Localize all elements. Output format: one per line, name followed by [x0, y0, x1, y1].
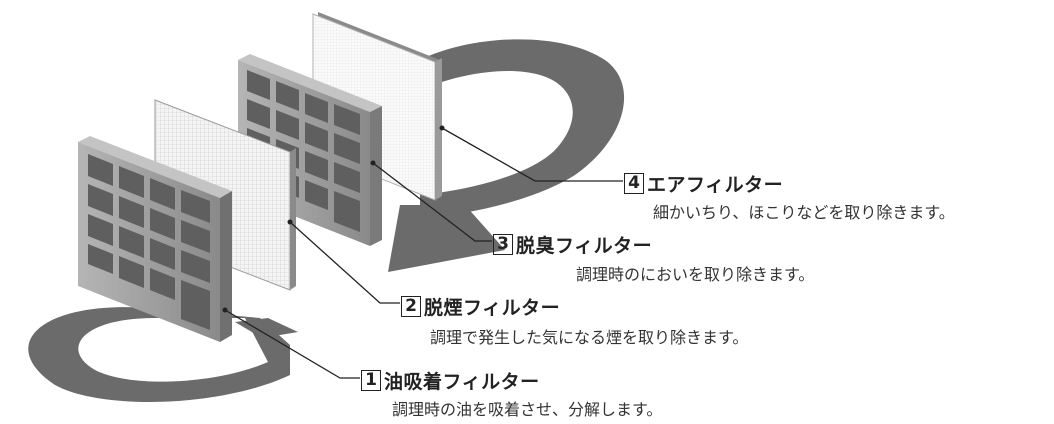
filter-label-1: 1 油吸着フィルター: [361, 367, 540, 394]
filter-description-2: 調理で発生した気になる煙を取り除きます。: [430, 328, 749, 347]
oil-filter-panel: [78, 136, 232, 342]
filter-number-2: 2: [401, 296, 421, 317]
leader-line-1: [224, 309, 360, 379]
filter-label-3: 3 脱臭フィルター: [493, 231, 652, 258]
filter-title-2: 脱煙フィルター: [424, 297, 561, 319]
leader-line-3: [372, 162, 492, 242]
filter-number-1: 1: [361, 370, 381, 391]
leader-line-4: [441, 127, 623, 182]
airflow-arrow-upper: [420, 39, 625, 218]
leader-lines: [224, 127, 623, 379]
filter-label-2: 2 脱煙フィルター: [401, 293, 560, 320]
filter-description-3: 調理時のにおいを取り除きます。: [576, 265, 815, 284]
filter-description-1: 調理時の油を吸着させ、分解します。: [392, 400, 663, 419]
leader-line-2: [289, 221, 400, 304]
filter-label-4: 4 エアフィルター: [624, 170, 783, 197]
filter-title-4: エアフィルター: [647, 174, 784, 196]
airflow-arrowhead: [388, 205, 505, 272]
filter-description-4: 細かいちり、ほこりなどを取り除きます。: [653, 203, 955, 222]
filter-number-4: 4: [624, 173, 644, 194]
filter-title-3: 脱臭フィルター: [516, 235, 653, 257]
filter-title-1: 油吸着フィルター: [384, 371, 540, 393]
filter-number-3: 3: [493, 234, 513, 255]
